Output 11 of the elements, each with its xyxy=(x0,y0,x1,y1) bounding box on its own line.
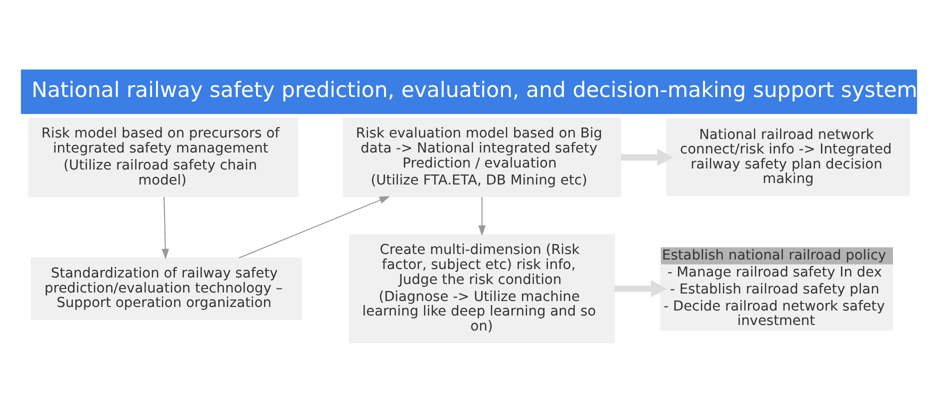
node-box: Standardization of railway safety prediction/evaluation technology – Support operation organization xyxy=(30,257,302,320)
node-box: National railroad network connect/risk info -> Integrated railway safety plan decision making xyxy=(666,118,910,196)
node-box: Create multi-dimension (Risk factor, subject etc) risk info, Judge the risk condition (Diagnose -> Utilize machine learning like deep learning and so on) xyxy=(349,234,615,343)
arrow xyxy=(162,196,170,259)
arrow xyxy=(238,196,390,258)
diagram-title: National railway safety prediction, evaluation, and decision-making support system xyxy=(32,76,918,102)
arrow xyxy=(614,280,668,297)
arrow xyxy=(478,196,486,236)
node-box: Risk evaluation model based on Big data -> National integrated safety Prediction / evaluation (Utilize FTA.ETA, DB Mining etc) xyxy=(342,117,622,197)
node-box: Risk model based on precursors of integrated safety management (Utilize railroad safety chain model) xyxy=(28,117,298,197)
arrow xyxy=(621,148,674,166)
